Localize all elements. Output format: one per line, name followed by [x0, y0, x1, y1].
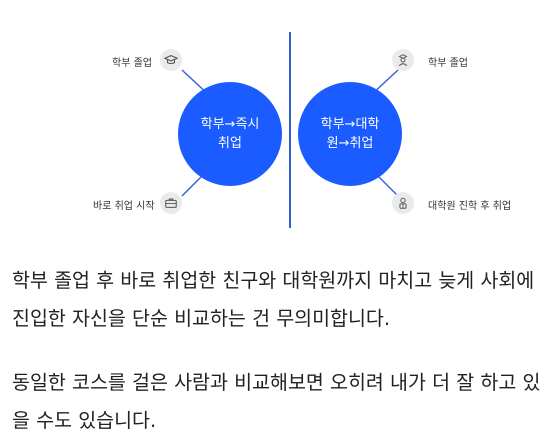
right-center-text: 학부→대학 원→취업: [320, 117, 380, 151]
left-center-text: 학부→즉시 취업: [200, 117, 260, 151]
right-bottom-label: 대학원 진학 후 취업: [428, 201, 512, 212]
graduation-cap-icon: [160, 49, 182, 71]
right-top-label: 학부 졸업: [428, 58, 468, 69]
article-paragraph-1: 학부 졸업 후 바로 취업한 친구와 대학원까지 마치고 늦게 사회에 진입한 …: [12, 269, 535, 330]
briefcase-icon: [160, 192, 182, 214]
left-top-label: 학부 졸업: [112, 58, 152, 69]
diagram-lines: [181, 32, 399, 228]
scholar-icon: [392, 192, 414, 214]
left-bottom-label: 바로 취업 시작: [93, 201, 155, 212]
article-paragraph-2: 동일한 코스를 걸은 사람과 비교해보면 오히려 내가 더 잘 하고 있을 수도…: [12, 371, 541, 432]
graduate-person-icon: [392, 49, 414, 71]
right-center-circle: 학부→대학 원→취업: [298, 82, 402, 186]
left-center-circle: 학부→즉시 취업: [178, 82, 282, 186]
comparison-diagram: 학부 졸업 학부→즉시 취업 바로 취업 시작 학부→대학 원→취업 학부 졸업…: [93, 32, 512, 228]
